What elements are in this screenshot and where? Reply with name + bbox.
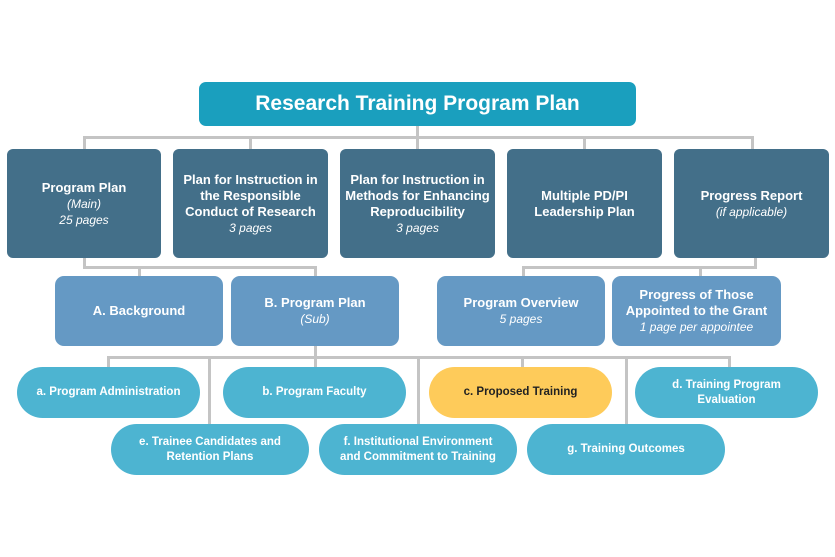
node-page-count: 1 page per appointee — [639, 320, 754, 334]
connector — [83, 266, 317, 269]
node-background: A. Background — [55, 276, 223, 346]
connector — [751, 136, 754, 150]
node-label: b. Program Faculty — [262, 386, 367, 398]
node-progress-appointees: Progress of Those Appointed to the Grant… — [612, 276, 781, 346]
node-training-program-evaluation: d. Training Program Evaluation — [635, 367, 818, 418]
node-program-overview: Program Overview 5 pages — [437, 276, 605, 346]
node-progress-report: Progress Report (if applicable) — [674, 149, 829, 258]
node-label: Plan for Instruction in Methods for Enha… — [345, 171, 490, 219]
node-note: (Main) — [66, 196, 101, 211]
node-label: Multiple PD/PI Leadership Plan — [534, 187, 635, 219]
node-reproducibility: Plan for Instruction in Methods for Enha… — [340, 149, 495, 258]
node-program-plan-main: Program Plan (Main) 25 pages — [7, 149, 161, 258]
node-label: Plan for Instruction in the Responsible … — [183, 171, 318, 219]
node-label: a. Program Administration — [36, 386, 181, 398]
node-page-count: 3 pages — [229, 220, 272, 235]
node-page-count: 3 pages — [396, 220, 439, 235]
node-program-faculty: b. Program Faculty — [223, 367, 406, 418]
node-trainee-candidates: e. Trainee Candidates and Retention Plan… — [111, 424, 309, 475]
node-label: c. Proposed Training — [463, 386, 578, 398]
connector — [583, 136, 586, 150]
node-leadership-plan: Multiple PD/PI Leadership Plan — [507, 149, 662, 258]
node-label: f. Institutional Environment and Commitm… — [340, 435, 496, 463]
node-proposed-training: c. Proposed Training — [429, 367, 612, 418]
connector — [314, 266, 317, 277]
connector — [522, 266, 757, 269]
node-page-count: 25 pages — [59, 212, 109, 227]
connector — [522, 266, 525, 277]
connector — [417, 356, 420, 426]
node-note: (Sub) — [300, 312, 330, 326]
connector — [728, 356, 731, 368]
node-note: (if applicable) — [715, 204, 788, 219]
node-label: g. Training Outcomes — [567, 443, 685, 455]
connector — [249, 136, 252, 150]
node-label: d. Training Program Evaluation — [672, 378, 781, 406]
node-page-count: 5 pages — [499, 312, 543, 326]
diagram-title: Research Training Program Plan — [199, 82, 636, 126]
connector — [314, 346, 317, 358]
node-training-outcomes: g. Training Outcomes — [527, 424, 725, 475]
connector — [138, 266, 141, 277]
connector — [699, 266, 702, 277]
connector — [754, 258, 757, 269]
connector — [314, 356, 317, 368]
connector — [208, 356, 211, 426]
node-label: B. Program Plan — [264, 295, 366, 310]
connector — [83, 136, 86, 150]
connector — [83, 258, 86, 269]
connector — [416, 136, 419, 150]
node-label: Program Plan — [41, 179, 127, 195]
node-label: Progress of Those Appointed to the Grant — [625, 287, 768, 318]
node-label: A. Background — [92, 303, 186, 318]
node-label: Progress Report — [700, 187, 803, 203]
connector — [107, 356, 110, 368]
node-label: Program Overview — [463, 295, 579, 310]
connector — [625, 356, 628, 426]
node-label: e. Trainee Candidates and Retention Plan… — [139, 435, 281, 463]
node-program-administration: a. Program Administration — [17, 367, 200, 418]
connector — [416, 126, 419, 138]
node-responsible-conduct: Plan for Instruction in the Responsible … — [173, 149, 328, 258]
node-program-plan-sub: B. Program Plan (Sub) — [231, 276, 399, 346]
diagram-title-text: Research Training Program Plan — [255, 92, 580, 115]
node-institutional-environment: f. Institutional Environment and Commitm… — [319, 424, 517, 475]
connector — [521, 356, 524, 368]
